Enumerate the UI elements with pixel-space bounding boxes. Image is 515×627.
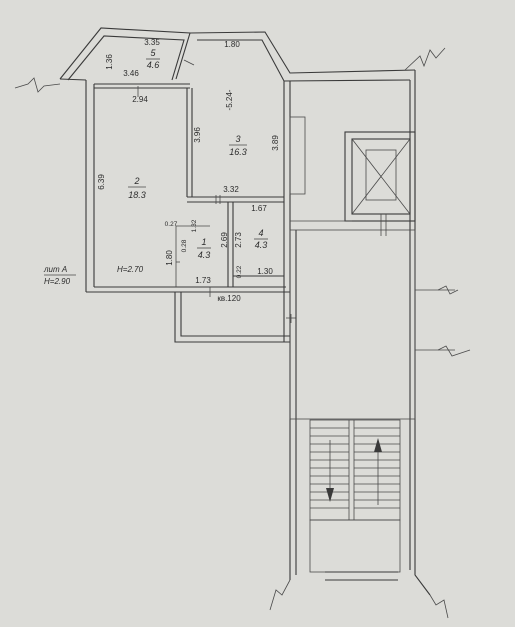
room-label-3: 3 16.3 bbox=[229, 134, 247, 157]
room-label-1: 1 4.3 bbox=[197, 237, 211, 260]
svg-text:5: 5 bbox=[150, 48, 156, 58]
svg-text:4.6: 4.6 bbox=[147, 60, 160, 70]
svg-text:4.3: 4.3 bbox=[255, 240, 268, 250]
svg-text:4.3: 4.3 bbox=[198, 250, 211, 260]
dim-1-73: 1.73 bbox=[195, 276, 211, 285]
room-height-label: H=2.70 bbox=[117, 265, 144, 274]
dim-5-24: -5.24- bbox=[225, 89, 234, 110]
dim-0-22: 0.22 bbox=[236, 265, 243, 278]
svg-text:2: 2 bbox=[133, 176, 139, 186]
dim-2-73: 2.73 bbox=[234, 232, 243, 248]
dim-0-27: 0.27 bbox=[165, 221, 178, 228]
dim-3-89: 3.89 bbox=[271, 135, 280, 151]
apartment-number: кв.120 bbox=[217, 294, 241, 303]
dim-6-39: 6.39 bbox=[97, 174, 106, 190]
dim-3-32: 3.32 bbox=[223, 185, 239, 194]
dim-0-28: 0.28 bbox=[181, 239, 188, 252]
dim-1-36: 1.36 bbox=[105, 54, 114, 70]
dim-1-80-left: 1.80 bbox=[165, 250, 174, 266]
dim-3-35: 3.35 bbox=[144, 38, 160, 47]
dim-2-94: 2.94 bbox=[132, 95, 148, 104]
room-label-2: 2 18.3 bbox=[128, 176, 146, 200]
dim-3-96: 3.96 bbox=[193, 127, 202, 143]
dim-1-67: 1.67 bbox=[251, 204, 267, 213]
dim-2-69: 2.69 bbox=[220, 232, 229, 248]
lit-label: лит А bbox=[43, 265, 67, 274]
svg-text:4: 4 bbox=[258, 228, 263, 238]
svg-text:3: 3 bbox=[235, 134, 240, 144]
svg-text:1: 1 bbox=[201, 237, 206, 247]
break-lines bbox=[14, 47, 471, 619]
dim-1-30: 1.30 bbox=[257, 267, 273, 276]
room-label-4: 4 4.3 bbox=[254, 228, 268, 250]
lit-height-label: H=2.90 bbox=[44, 277, 71, 286]
dimension-labels: 3.35 1.80 1.36 3.46 2.94 3.96 -5.24- 3.8… bbox=[97, 38, 280, 285]
dim-3-46: 3.46 bbox=[123, 69, 139, 78]
svg-text:16.3: 16.3 bbox=[229, 147, 247, 157]
dim-1-32: 1.32 bbox=[191, 219, 198, 232]
stairwell-block bbox=[289, 70, 455, 596]
svg-text:18.3: 18.3 bbox=[128, 190, 146, 200]
room-label-5: 5 4.6 bbox=[146, 48, 160, 70]
apartment-walls bbox=[59, 27, 416, 343]
dim-1-80-top: 1.80 bbox=[224, 40, 240, 49]
